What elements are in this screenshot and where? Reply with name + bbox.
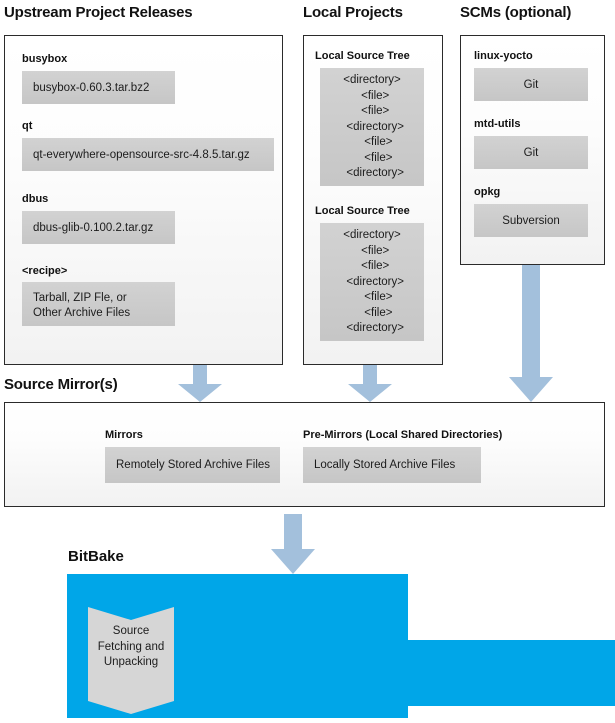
tree2-line-3: <directory> [340,275,404,288]
label-mtd-utils: mtd-utils [474,118,521,130]
tree2-line-0: <directory> [343,229,401,241]
value-recipe-archives: Tarball, ZIP Fle, or Other Archive Files [22,282,175,326]
bitbake-task-source-fetching-unpacking [88,607,174,719]
label-busybox: busybox [22,53,68,65]
label-recipe: <recipe> [22,265,68,277]
label-qt: qt [22,120,33,132]
tree2-line-2: <file> [354,260,390,272]
value-opkg-scm: Subversion [474,204,588,237]
tree1-line-6: <directory> [340,167,404,179]
label-local-source-tree-1: Local Source Tree [315,50,410,62]
tree1-line-0: <directory> [343,74,401,86]
tree1-line-5: <file> [351,151,393,164]
arrow-mirrors-to-bitbake-icon [269,514,317,575]
value-linux-yocto-scm: Git [474,68,588,101]
label-local-source-tree-2: Local Source Tree [315,205,410,217]
label-mirrors: Mirrors [105,429,143,441]
tree1-line-2: <file> [354,105,390,117]
tree2-line-4: <file> [351,291,393,303]
value-pre-mirrors-local-archives: Locally Stored Archive Files [303,447,481,483]
bitbake-process-shape [67,574,615,723]
label-dbus: dbus [22,193,49,205]
section-title-bitbake: BitBake [68,548,124,565]
value-dbus-tarball: dbus-glib-0.100.2.tar.gz [22,211,175,244]
tree1-line-4: <file> [351,136,393,148]
label-opkg: opkg [474,186,501,198]
tree2-line-5: <file> [351,306,393,319]
arrow-local-projects-to-mirrors-icon [346,365,394,403]
value-mtd-utils-scm: Git [474,136,588,169]
local-source-tree-1: <directory> <file> <file> <directory> <f… [320,68,424,186]
bitbake-task-label: Source Fetching and Unpacking [97,625,165,668]
value-qt-tarball: qt-everywhere-opensource-src-4.8.5.tar.g… [22,138,274,171]
arrow-scms-to-mirrors-icon [507,265,555,403]
recipe-archive-line-1: Tarball, ZIP Fle, or [33,292,127,304]
value-mirrors-remote-archives: Remotely Stored Archive Files [105,447,280,483]
column-title-upstream: Upstream Project Releases [4,4,193,21]
tree2-line-6: <directory> [340,322,404,334]
label-linux-yocto: linux-yocto [474,50,533,62]
tree1-line-1: <file> [354,89,390,102]
recipe-archive-line-2: Other Archive Files [33,307,131,319]
section-title-source-mirrors: Source Mirror(s) [4,376,118,393]
label-pre-mirrors: Pre-Mirrors (Local Shared Directories) [303,429,503,441]
value-busybox-tarball: busybox-0.60.3.tar.bz2 [22,71,175,104]
tree1-line-3: <directory> [340,120,404,133]
tree2-line-1: <file> [354,244,390,257]
column-title-scms: SCMs (optional) [460,4,572,21]
arrow-upstream-to-mirrors-icon [176,365,224,403]
local-source-tree-2: <directory> <file> <file> <directory> <f… [320,223,424,341]
column-title-local-projects: Local Projects [303,4,403,21]
